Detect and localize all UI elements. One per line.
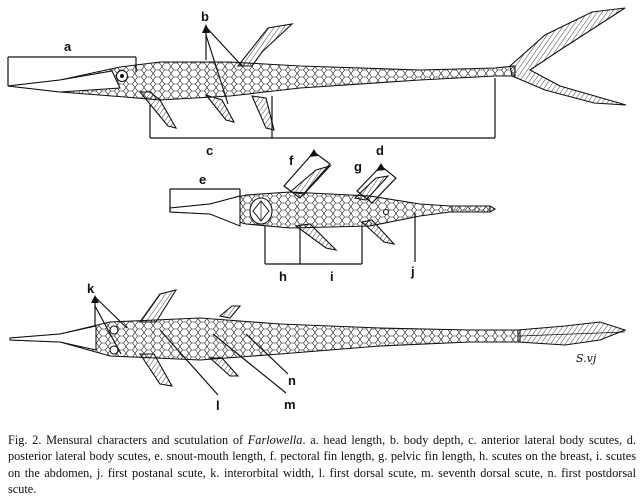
ventral-view-fish: [169, 164, 497, 251]
label-h: h: [279, 269, 287, 284]
measure-c: c: [149, 96, 273, 158]
measure-d: d: [272, 78, 496, 158]
label-g: g: [354, 159, 362, 174]
measure-h-i: h i: [264, 226, 363, 284]
label-e: e: [199, 172, 206, 187]
label-b: b: [201, 9, 209, 24]
measure-j: j: [410, 213, 416, 279]
lateral-view-fish: [7, 7, 627, 131]
caption-prefix: Fig. 2. Mensural characters and scutulat…: [8, 433, 248, 447]
label-j: j: [410, 264, 415, 279]
fish-diagram: a b c d: [7, 7, 627, 413]
label-l: l: [216, 398, 220, 413]
measure-f: f: [283, 149, 331, 199]
measure-l-m-n: l m n: [159, 329, 296, 413]
artist-signature: S.vj: [576, 352, 597, 365]
measure-a: a: [7, 39, 137, 86]
label-i: i: [330, 269, 334, 284]
label-k: k: [87, 281, 95, 296]
measure-g: g: [354, 159, 397, 204]
dorsal-view-fish: [9, 289, 627, 387]
figure-caption: Fig. 2. Mensural characters and scutulat…: [8, 432, 636, 498]
measure-e: e: [169, 172, 241, 212]
label-n: n: [288, 373, 296, 388]
label-d: d: [376, 143, 384, 158]
measure-b: b: [201, 9, 243, 105]
label-a: a: [64, 39, 72, 54]
label-f: f: [289, 153, 294, 168]
label-c: c: [206, 143, 213, 158]
caption-genus: Farlowella: [247, 433, 303, 447]
caption-suffix: . a. head length, b. body depth, c. ante…: [8, 433, 636, 497]
measure-k: k: [87, 281, 128, 355]
label-m: m: [284, 397, 296, 412]
